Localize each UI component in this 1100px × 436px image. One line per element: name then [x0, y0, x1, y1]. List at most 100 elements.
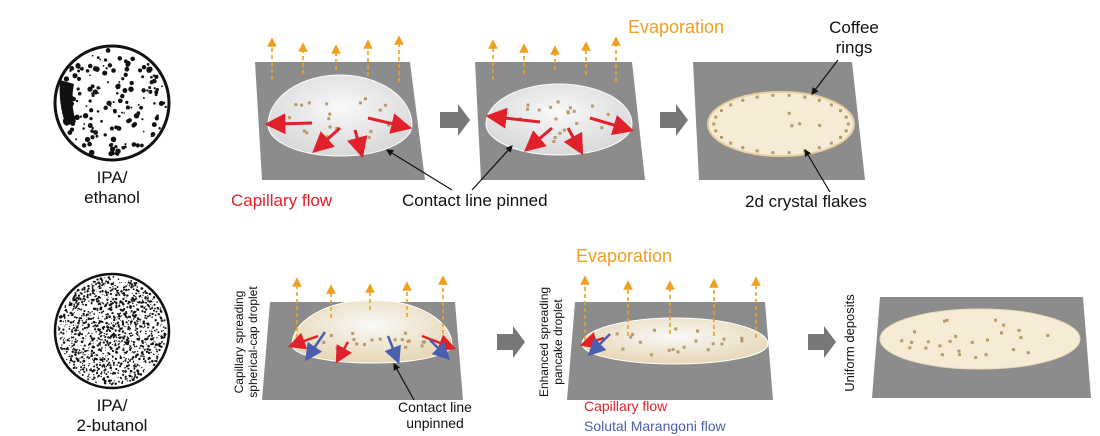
micrograph-speck [71, 329, 73, 331]
micrograph-speck [111, 355, 113, 357]
micrograph-speck [103, 378, 106, 382]
micrograph-speck [82, 353, 84, 355]
micrograph-speck [127, 364, 130, 367]
micrograph-speck [101, 301, 103, 304]
micrograph-speck [156, 306, 160, 310]
micrograph-speck [83, 358, 85, 360]
micrograph-speck [124, 375, 127, 378]
micrograph-speck [146, 348, 149, 351]
particle [829, 141, 833, 145]
micrograph-speck [114, 284, 116, 287]
solvent-label-line2: 2-butanol [76, 415, 148, 435]
micrograph-speck [93, 376, 96, 379]
micrograph-speck [130, 318, 132, 320]
micrograph-speck [127, 337, 130, 340]
micrograph-speck [121, 380, 124, 382]
micrograph-speck [150, 75, 153, 79]
micrograph-speck [91, 339, 94, 342]
micrograph-speck [89, 293, 92, 295]
micrograph-speck [68, 340, 71, 342]
micrograph-speck [86, 326, 89, 329]
micrograph-speck [66, 330, 68, 332]
process-arrow-r1-1 [440, 104, 470, 136]
micrograph-speck [79, 372, 81, 374]
micrograph-speck [58, 315, 62, 318]
micrograph-speck [128, 306, 131, 308]
micrograph-speck [152, 339, 154, 341]
particle [798, 122, 802, 126]
particle [606, 112, 610, 116]
solvent-label-ipa-ethanol: IPA/ ethanol [62, 168, 162, 207]
micrograph-speck [63, 351, 65, 352]
micrograph-speck [121, 339, 124, 342]
micrograph-speck [140, 352, 144, 355]
micrograph-speck [162, 330, 164, 332]
particle [552, 140, 556, 143]
micrograph-speck [133, 366, 135, 368]
particle [352, 338, 356, 342]
micrograph-speck [102, 335, 104, 337]
micrograph-speck [148, 86, 152, 90]
particle [910, 340, 914, 344]
micrograph-speck [85, 329, 87, 331]
micrograph-speck [96, 278, 99, 281]
micrograph-speck [113, 316, 116, 319]
micrograph-speck [123, 306, 124, 307]
micrograph-speck [150, 132, 156, 137]
micrograph-speck [103, 366, 106, 368]
particle [591, 104, 594, 108]
micrograph-speck [118, 279, 120, 281]
micrograph-speck [115, 293, 118, 297]
micrograph-speck [158, 354, 159, 355]
micrograph-speck [74, 366, 76, 368]
micrograph-speck [142, 347, 144, 349]
particle [1002, 323, 1006, 327]
particle [682, 345, 686, 349]
micrograph-speck [126, 380, 129, 382]
micrograph-speck [151, 329, 153, 331]
micrograph-speck [126, 350, 129, 353]
micrograph-speck [139, 318, 142, 321]
micrograph-speck [144, 302, 146, 304]
micrograph-speck [112, 287, 114, 289]
particle [722, 337, 726, 341]
micrograph-speck [65, 350, 68, 353]
particle [562, 128, 566, 132]
micrograph-speck [89, 317, 93, 321]
micrograph-speck [77, 321, 80, 325]
micrograph-speck [87, 350, 89, 352]
micrograph-speck [74, 338, 77, 341]
micrograph-speck [143, 311, 147, 314]
micrograph-speck [97, 287, 99, 289]
micrograph-speck [108, 323, 110, 325]
micrograph-speck [131, 376, 133, 378]
capillary-flow-label-r1: Capillary flow [231, 191, 333, 210]
micrograph-speck [89, 376, 91, 378]
micrograph-speck [112, 335, 115, 338]
micrograph-speck [75, 296, 79, 300]
micrograph-speck [129, 373, 131, 375]
micrograph-speck [152, 363, 156, 366]
micrograph-speck [152, 326, 155, 329]
micrograph-speck [124, 66, 130, 72]
micrograph-speck [121, 381, 124, 385]
micrograph-speck [82, 328, 84, 331]
micrograph-speck [80, 351, 82, 354]
micrograph-speck [136, 286, 139, 288]
micrograph-speck [123, 308, 126, 311]
micrograph-speck [135, 304, 138, 306]
micrograph-speck [89, 335, 92, 338]
particle [985, 338, 989, 342]
micrograph-speck [77, 288, 80, 292]
micrograph-speck [111, 318, 112, 320]
micrograph-speck [121, 292, 124, 295]
micrograph-speck [151, 337, 154, 340]
micrograph-speck [102, 294, 104, 296]
micrograph-speck [117, 114, 121, 118]
micrograph-speck [80, 66, 84, 71]
micrograph-speck [126, 297, 128, 299]
micrograph-speck [92, 378, 95, 381]
micrograph-speck [147, 299, 150, 302]
micrograph-speck [137, 103, 140, 106]
micrograph-speck [112, 108, 117, 113]
